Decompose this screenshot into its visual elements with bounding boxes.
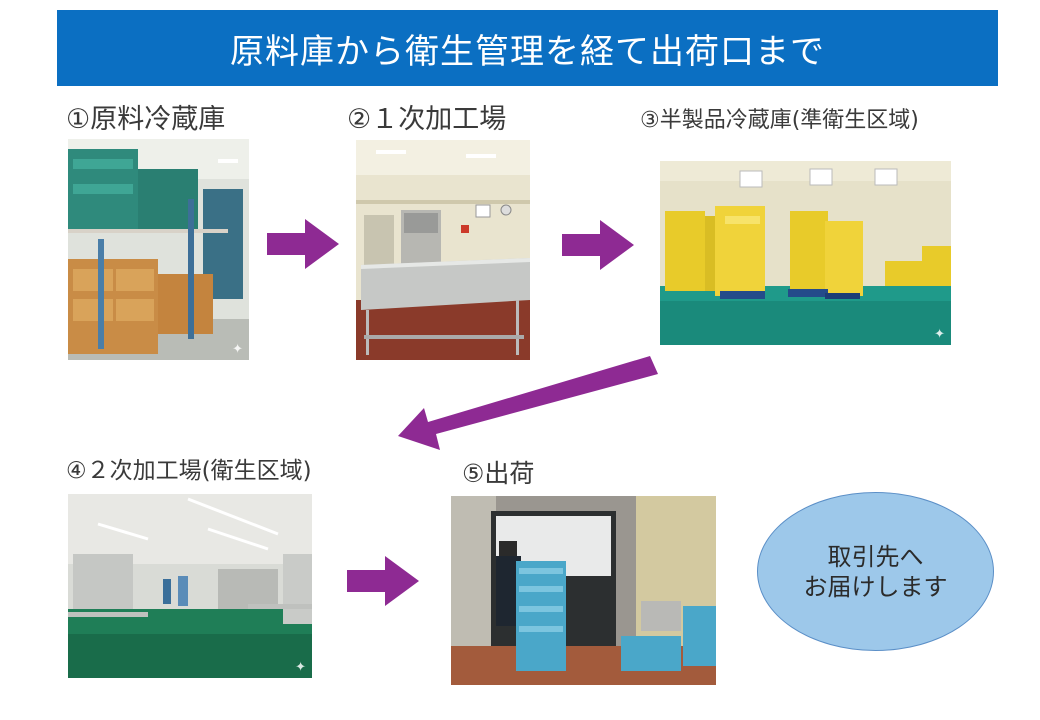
arrow-right-icon [267, 219, 339, 269]
destination-oval: 取引先へ お届けします [757, 492, 994, 651]
shipping-dock-photo [451, 496, 716, 685]
sparkle-icon: ✦ [232, 342, 243, 357]
sparkle-icon: ✦ [934, 327, 945, 342]
arrow-right-icon [562, 220, 634, 270]
destination-line-1: 取引先へ [827, 542, 924, 571]
raw-material-refrigerator-photo: ✦ [68, 139, 249, 360]
primary-processing-room-photo [356, 140, 530, 360]
page-title: 原料庫から衛生管理を経て出荷口まで [57, 10, 998, 86]
step-label-3: ③半製品冷蔵庫(準衛生区域) [640, 108, 919, 133]
destination-line-2: お届けします [803, 572, 948, 601]
arrow-down-left-icon [398, 356, 658, 450]
secondary-processing-room-photo: ✦ [68, 494, 312, 678]
semi-finished-refrigerator-photo: ✦ [660, 161, 951, 345]
step-label-4: ④２次加工場(衛生区域) [66, 458, 312, 484]
step-label-1: ①原料冷蔵庫 [66, 104, 226, 135]
step-label-5: ⑤出荷 [462, 459, 535, 488]
step-label-2: ②１次加工場 [347, 104, 507, 135]
arrow-right-icon [347, 556, 419, 606]
sparkle-icon: ✦ [295, 660, 306, 675]
